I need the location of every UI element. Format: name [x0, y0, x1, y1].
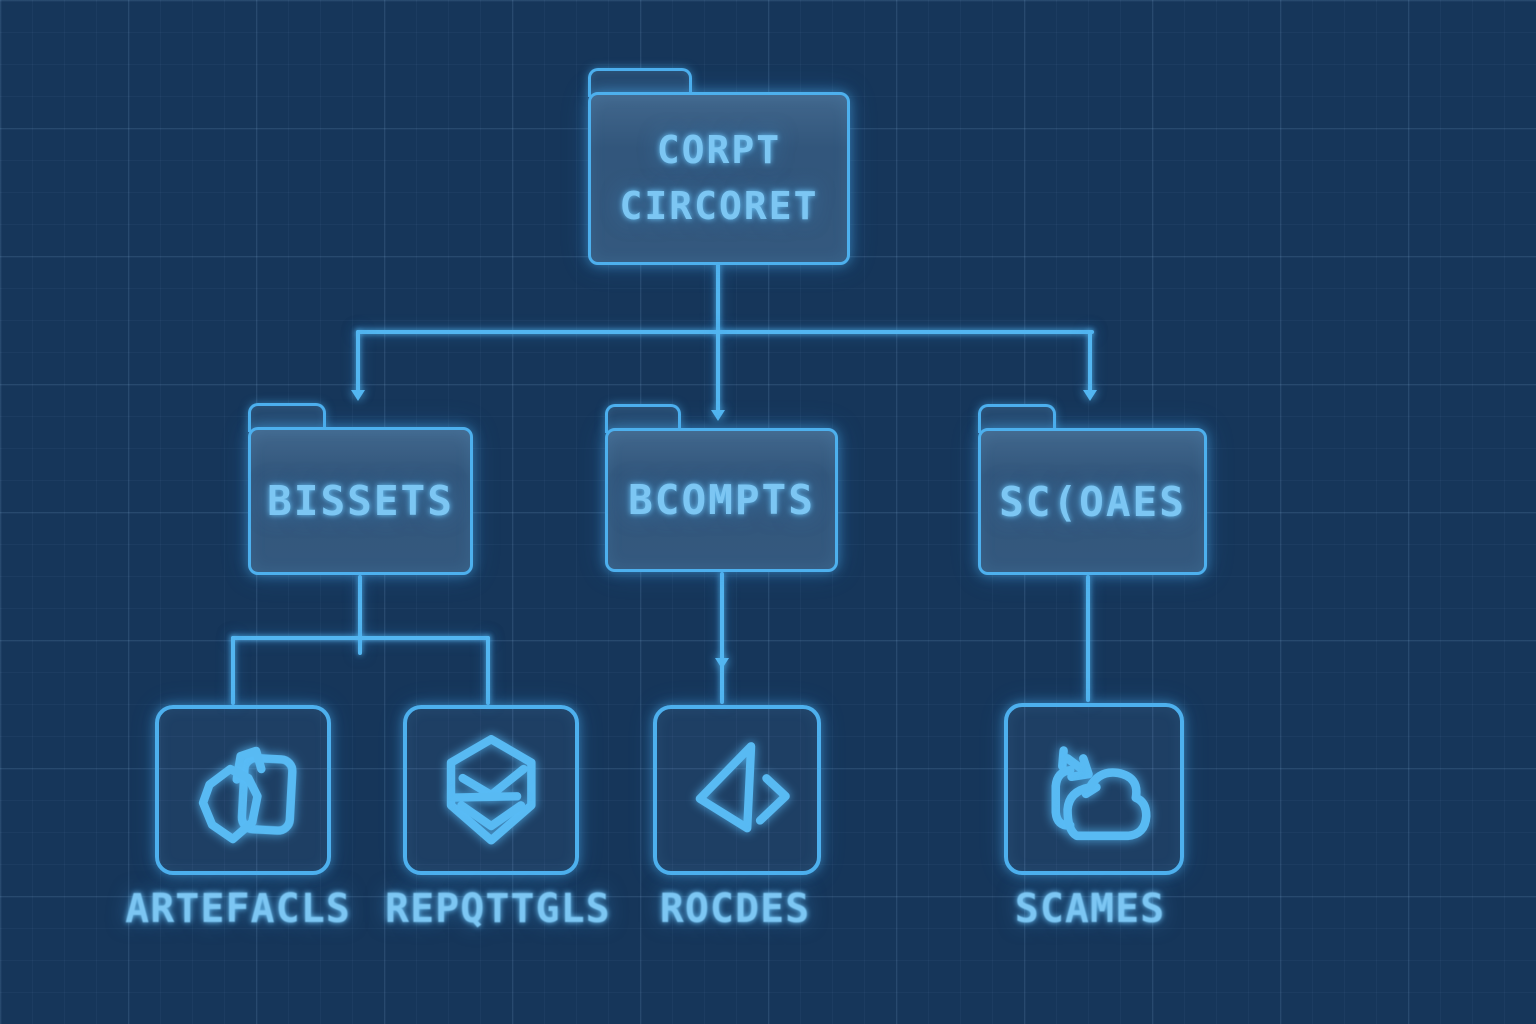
- folder-bcompts: BCOMPTS: [605, 404, 838, 572]
- folder-bcompts-label: BCOMPTS: [628, 476, 815, 524]
- tile-repqttgls: [403, 705, 579, 875]
- folder-root-body: CORPT CIRCORET: [588, 92, 850, 265]
- connector-bissets-drop-right: [486, 636, 490, 705]
- folder-root-label-line1: CORPT: [656, 128, 782, 173]
- folder-bissets: BISSETS: [248, 403, 473, 575]
- tile-scames: [1004, 703, 1184, 875]
- tile-rocdes: [653, 705, 821, 875]
- connector-root-stem: [716, 263, 720, 332]
- folder-bissets-body: BISSETS: [248, 427, 473, 575]
- leaf-label-repqttgls: REPQTTGLS: [385, 886, 611, 932]
- folder-bcompts-body: BCOMPTS: [605, 428, 838, 572]
- folder-scoaes-body: SC(OAES: [978, 428, 1207, 575]
- connector-bissets-stem: [358, 575, 362, 655]
- arrowhead-left-icon: [351, 390, 365, 401]
- folder-bissets-label: BISSETS: [267, 477, 454, 525]
- connector-bus: [356, 330, 1094, 334]
- connector-bissets-drop-left: [231, 636, 235, 705]
- code-brackets-icon: [695, 742, 790, 833]
- connector-drop-right: [1088, 330, 1092, 392]
- connector-drop-middle: [716, 330, 720, 412]
- leaf-label-rocdes: ROCDES: [659, 886, 811, 932]
- tile-artefacls: [155, 705, 331, 875]
- documents-icon: [198, 746, 297, 844]
- leaf-label-artefacls: ARTEFACLS: [125, 886, 351, 932]
- connector-bissets-bus: [231, 636, 490, 640]
- connector-drop-left: [356, 330, 360, 392]
- folder-root-label-line2: CIRCORET: [619, 183, 819, 228]
- connector-bcompts-stem: [720, 572, 724, 704]
- folder-scoaes: SC(OAES: [978, 404, 1207, 575]
- cloud-share-icon: [1051, 746, 1151, 841]
- arrowhead-right-icon: [1083, 390, 1097, 401]
- arrowhead-bcompts-icon: [715, 658, 729, 669]
- connector-scoaes-stem: [1086, 575, 1090, 702]
- folder-root: CORPT CIRCORET: [588, 68, 850, 265]
- arrowhead-middle-icon: [711, 410, 725, 421]
- folder-scoaes-label: SC(OAES: [999, 477, 1186, 526]
- leaf-label-scames: SCAMES: [1014, 886, 1166, 932]
- package-hexagon-icon: [446, 735, 536, 845]
